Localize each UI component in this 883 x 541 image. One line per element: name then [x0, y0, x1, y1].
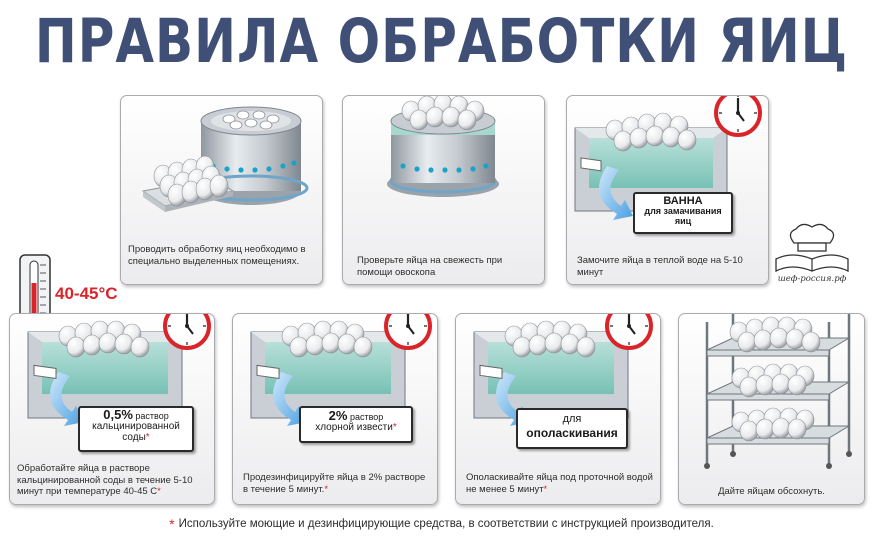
step-4-caption: Обработайте яйца в растворе кальцинирова…	[17, 463, 209, 498]
chlorine-solution-word: раствор	[349, 412, 384, 422]
soda-solution-word: раствор	[135, 411, 169, 421]
footnote-star: *	[324, 483, 329, 495]
step-card-2: Проверьте яйца на свежесть при помощи ов…	[342, 95, 545, 285]
bath-label: ВАННА для замачивания яиц	[633, 192, 733, 234]
page-title: ПРАВИЛА ОБРАБОТКИ ЯИЦ	[34, 6, 849, 77]
clock-icon	[163, 314, 211, 350]
ovoscope-illustration	[387, 96, 499, 197]
step-3-caption: Замочите яйца в теплой воде на 5-10 мину…	[577, 255, 743, 278]
chlorine-solution-label: 2% раствор хлорной извести*	[299, 406, 413, 443]
logo-text: шеф-россия.рф	[777, 274, 847, 284]
egg-room-illustration	[141, 106, 309, 212]
footnote-star: *	[392, 422, 397, 433]
soda-solution-label: 0,5% раствор кальцинированной соды*	[78, 406, 194, 452]
step-card-5: 2% раствор хлорной извести* Продезинфици…	[232, 313, 438, 505]
bath-label-line1: ВАННА	[663, 195, 703, 207]
rinse-line1: для	[562, 413, 582, 425]
drying-rack-illustration	[704, 314, 852, 469]
step-card-1: Проводить обработку яиц необходимо в спе…	[120, 95, 323, 285]
step-5-caption-text: Продезинфицируйте яйца в 2% растворе в т…	[243, 472, 426, 495]
footnote-star: *	[169, 516, 175, 532]
step-5-caption: Продезинфицируйте яйца в 2% растворе в т…	[243, 472, 431, 495]
step-4-caption-text: Обработайте яйца в растворе кальцинирова…	[17, 463, 193, 497]
temperature-label: 40-45°С	[55, 284, 118, 303]
soak-bath-illustration	[574, 112, 728, 220]
step-2-caption: Проверьте яйца на свежесть при помощи ов…	[357, 255, 503, 278]
soda-bath-illustration	[27, 320, 183, 426]
step-card-6: для ополаскивания Ополаскивайте яйца под…	[455, 313, 661, 505]
step-7-caption: Дайте яйцам обсохнуть.	[718, 486, 825, 497]
book-chef-hat-logo	[775, 223, 849, 273]
chlorine-line2: хлорной извести	[315, 422, 393, 433]
step-card-7: Дайте яйцам обсохнуть.	[678, 313, 865, 505]
chlorine-percent: 2%	[328, 408, 348, 423]
chlorine-bath-illustration	[250, 320, 406, 426]
bath-label-line3: яиц	[674, 216, 692, 226]
footnote-text: Используйте моющие и дезинфицирующие сре…	[178, 518, 714, 530]
clock-icon	[605, 314, 653, 350]
step-card-4: 0,5% раствор кальцинированной соды* Обра…	[9, 313, 215, 505]
step-6-caption: Ополаскивайте яйца под проточной водой н…	[466, 472, 654, 495]
rinse-line2: ополаскивания	[526, 426, 618, 440]
bath-label-line2: для замачивания	[644, 206, 722, 216]
clock-icon	[384, 314, 432, 350]
soda-percent: 0,5%	[103, 407, 133, 422]
rinse-bath-illustration	[473, 320, 629, 426]
soda-line3: соды	[122, 432, 146, 443]
step-6-caption-text: Ополаскивайте яйца под проточной водой н…	[466, 472, 653, 495]
soda-line2: кальцинированной	[92, 421, 180, 432]
footnote: *Используйте моющие и дезинфицирующие ср…	[0, 516, 883, 532]
footnote-star: *	[543, 483, 548, 495]
rinse-label: для ополаскивания	[516, 408, 628, 449]
step-1-caption: Проводить обработку яиц необходимо в спе…	[128, 244, 306, 267]
footnote-star: *	[145, 432, 150, 443]
clock-icon	[714, 96, 762, 137]
step-card-3: ВАННА для замачивания яиц Замочите яйца …	[566, 95, 769, 285]
footnote-star: *	[157, 486, 161, 497]
